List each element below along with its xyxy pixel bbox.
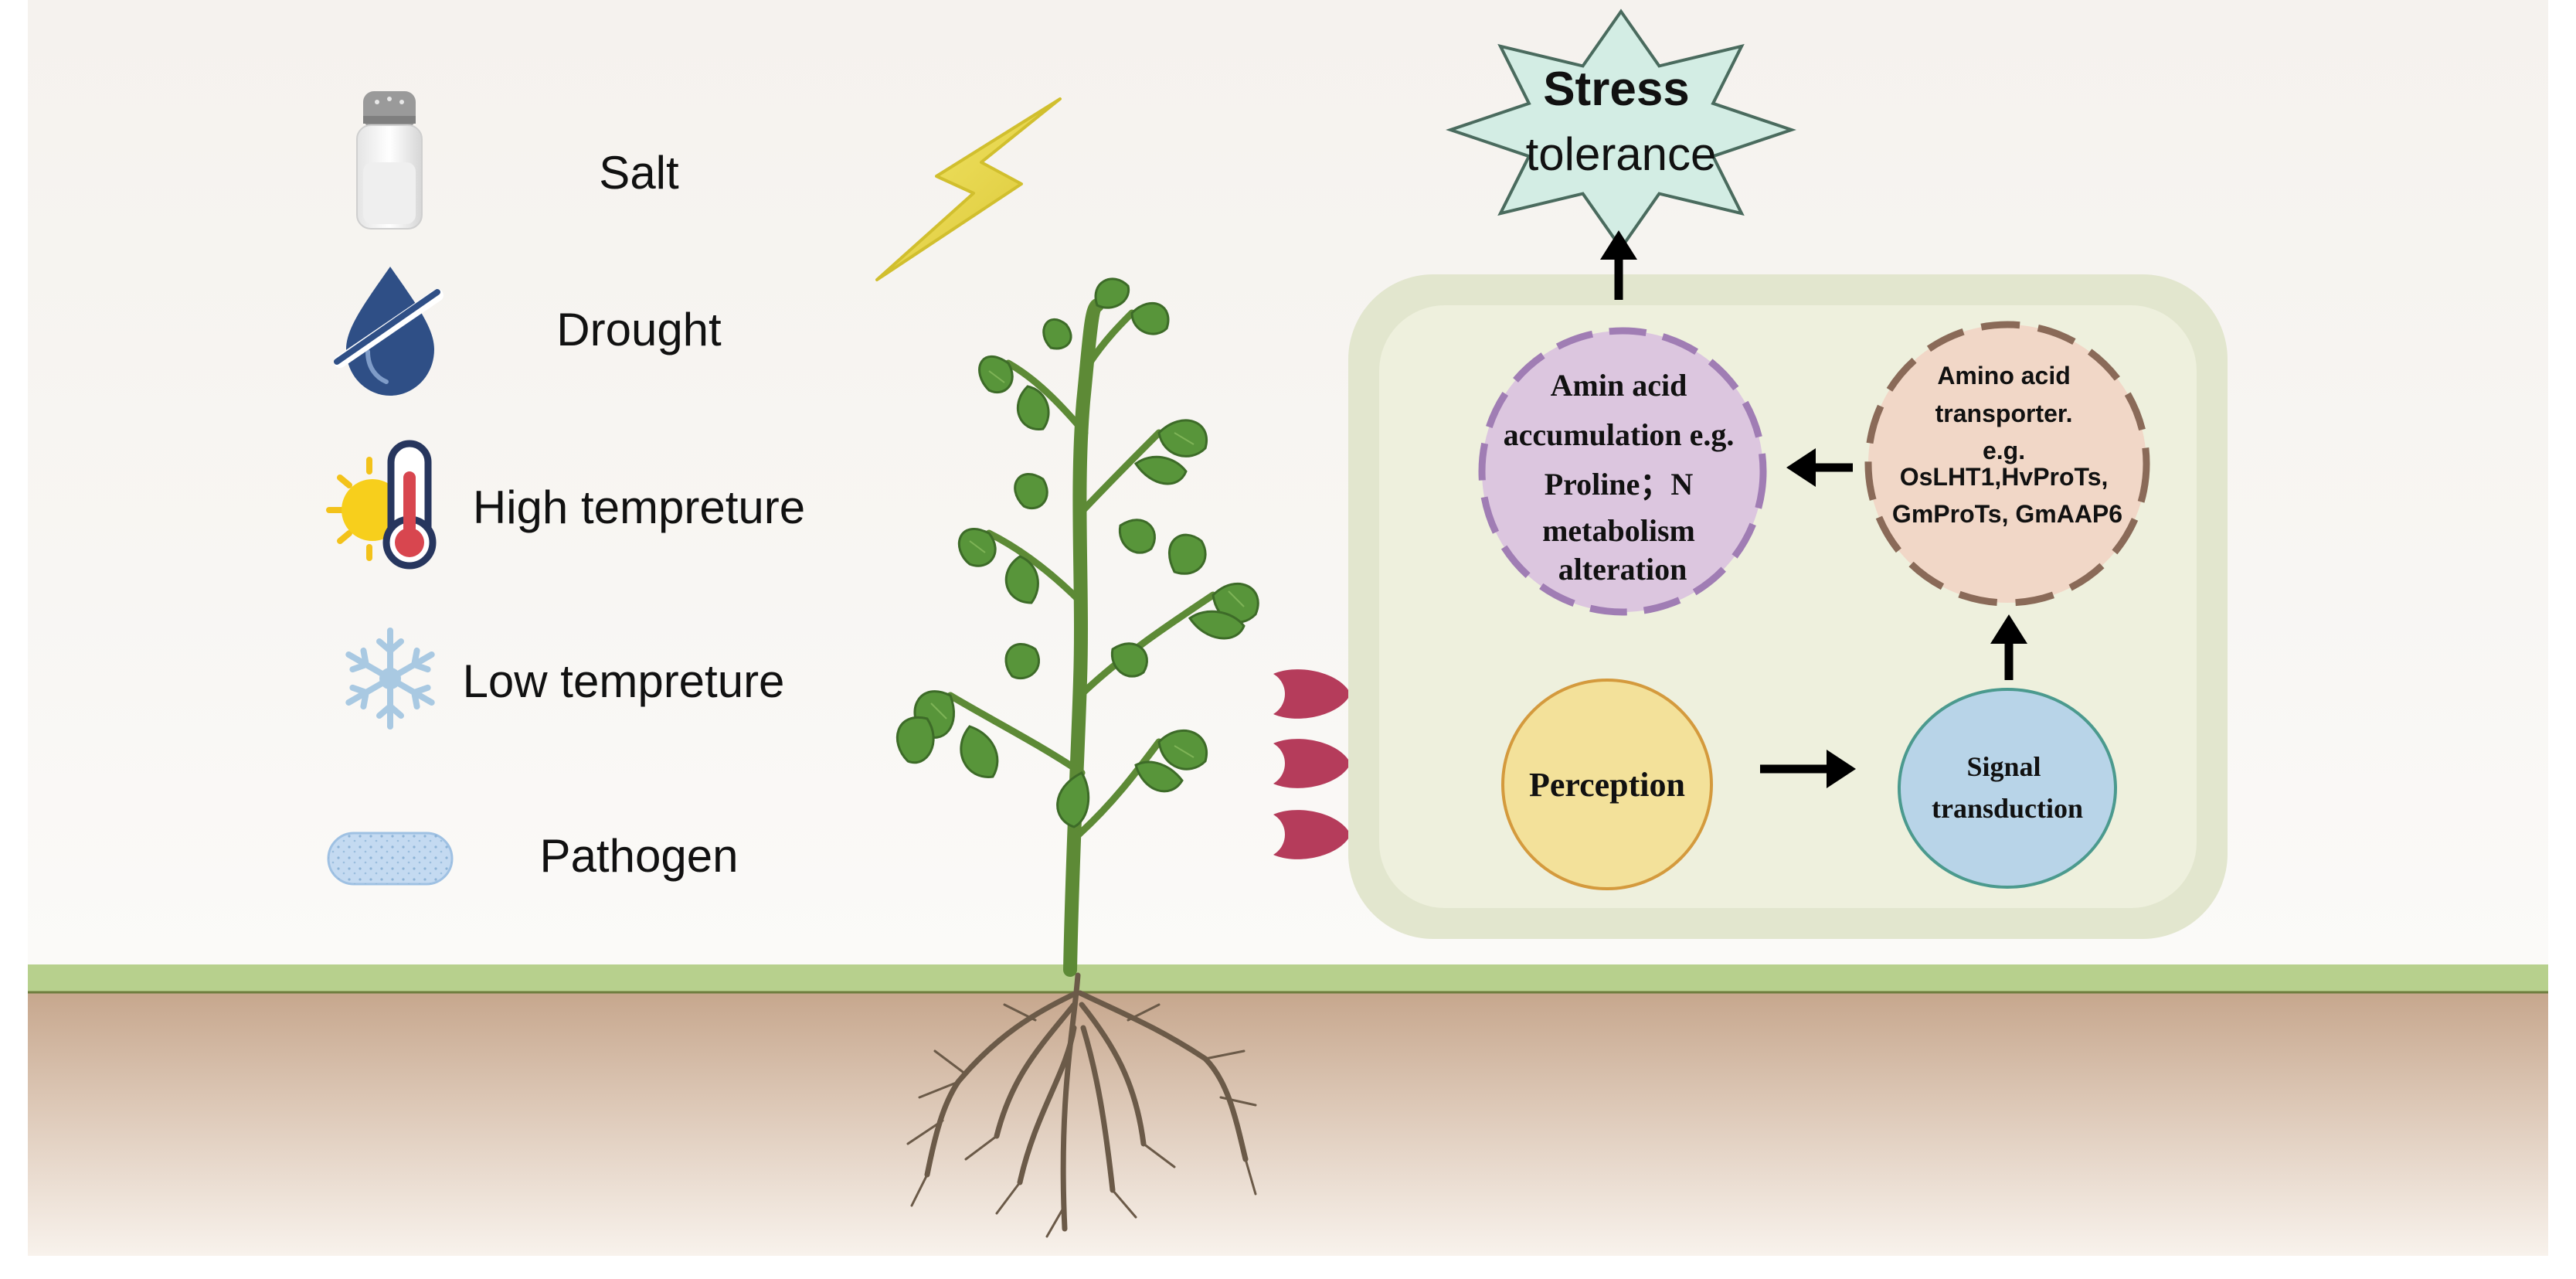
stress-label-salt: Salt: [599, 147, 679, 199]
transporter-line-1: Amino acid: [1937, 362, 2070, 389]
lightning-bolt-icon: [875, 97, 1062, 281]
soil-background: [28, 989, 2548, 1256]
arrow-signal-to-transporter: [1990, 614, 2027, 680]
accumulation-line-2: accumulation e.g.: [1504, 417, 1735, 452]
stress-tolerance-subtitle: tolerance: [1526, 128, 1717, 180]
transporter-node: [1864, 321, 2150, 607]
perception-node: [1501, 679, 1713, 890]
accumulation-node: [1478, 327, 1767, 616]
snowflake-icon: [345, 628, 435, 730]
accumulation-text: Amin acid accumulation e.g. Proline；N me…: [1504, 368, 1742, 587]
accumulation-line-3: Proline；N: [1545, 467, 1694, 502]
grass-strip: [28, 964, 2548, 992]
plant-illustration: [895, 277, 1259, 1238]
transporter-text: Amino acid transporter. e.g. OsLHT1,HvPr…: [1892, 362, 2122, 528]
transporter-line-2: transporter.: [1935, 400, 2073, 427]
transporter-line-3: e.g.: [1983, 437, 2025, 464]
stress-label-high-temperature: High tempreture: [473, 481, 805, 533]
accumulation-line-4: metabolism: [1542, 513, 1695, 548]
accumulation-line-1: Amin acid: [1551, 368, 1687, 403]
no-water-drop-icon: [334, 267, 443, 396]
stress-tolerance-title: Stress: [1543, 63, 1690, 116]
stress-label-pathogen: Pathogen: [540, 830, 739, 882]
arrow-perception-to-signal: [1760, 750, 1856, 788]
arrow-transporter-to-accumulation: [1786, 448, 1853, 487]
signal-line-1: Signal: [1966, 751, 2041, 782]
transporter-line-5: GmProTs, GmAAP6: [1892, 500, 2122, 528]
salt-shaker-icon: [356, 91, 423, 230]
stress-label-low-temperature: Low tempreture: [463, 655, 785, 707]
accumulation-line-5: alteration: [1558, 552, 1687, 587]
signal-line-2: transduction: [1932, 793, 2083, 824]
signal-transduction-node: [1898, 688, 2117, 889]
stress-label-drought: Drought: [556, 304, 722, 355]
signal-transduction-text: Signal transduction: [1932, 751, 2083, 824]
transporter-line-4: OsLHT1,HvProTs,: [1900, 463, 2109, 491]
perception-label: Perception: [1529, 766, 1685, 804]
arrow-accumulation-to-tolerance: [1600, 230, 1637, 300]
pathogen-capsule-icon: [327, 832, 454, 886]
sun-thermometer-icon: [326, 440, 437, 570]
